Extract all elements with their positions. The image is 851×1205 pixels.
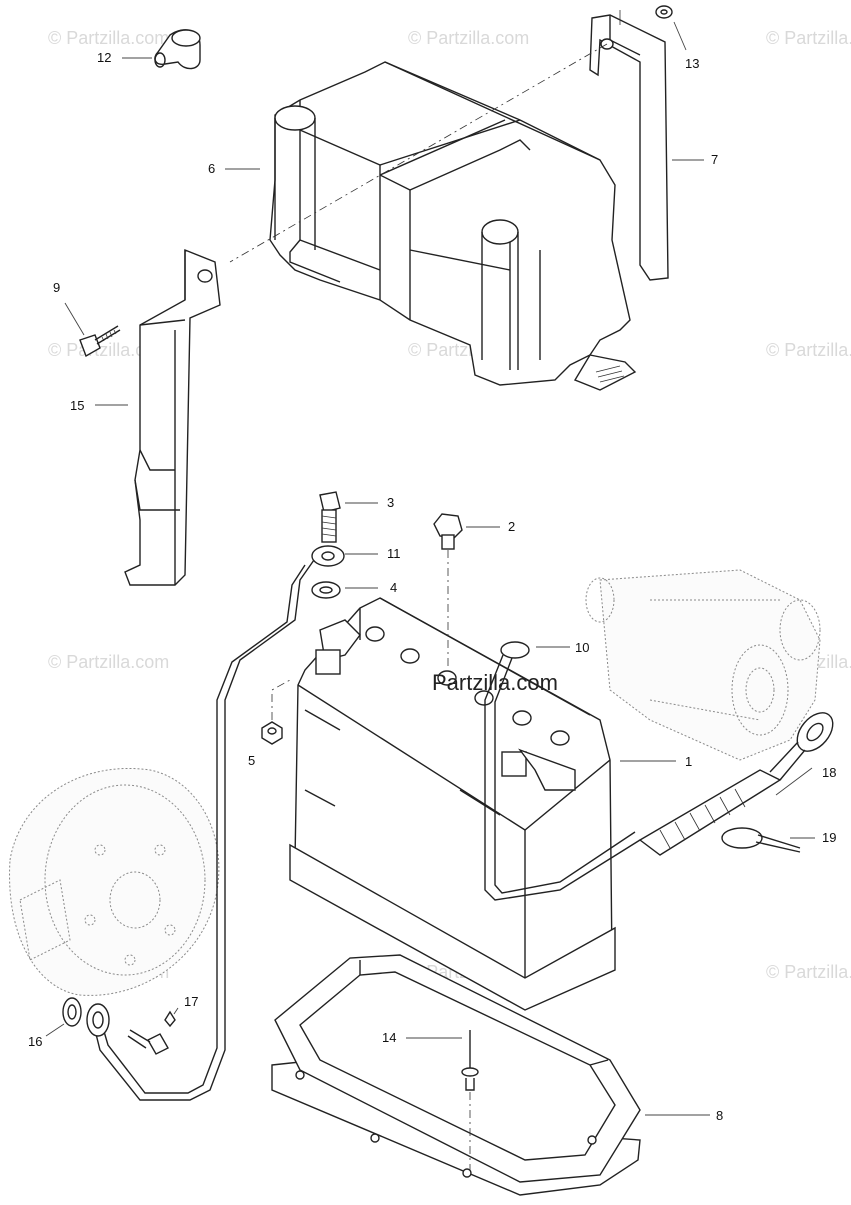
watermark: © Partzilla.com (766, 962, 851, 982)
callout-14: 14 (382, 1030, 396, 1045)
watermark: © Partzilla.com (766, 28, 851, 48)
center-watermark: Partzilla.com (432, 670, 558, 695)
washer-4 (311, 581, 341, 599)
ghost-flywheel-housing (9, 768, 220, 996)
ghost-starter-motor (585, 569, 821, 761)
callout-labels: 1 2 3 4 5 6 7 8 9 10 11 12 13 14 15 16 1… (28, 50, 836, 1123)
leader-lines (45, 21, 815, 1116)
ground-cable (86, 545, 345, 1101)
callout-4: 4 (390, 580, 397, 595)
cable-tie-19 (721, 827, 801, 853)
push-pin-14 (461, 1030, 479, 1170)
watermark: © Partzilla.com (48, 28, 169, 48)
watermark: © Partzilla.com (48, 340, 169, 360)
callout-18: 18 (822, 765, 836, 780)
nut-13 (655, 5, 673, 19)
callout-8: 8 (716, 1108, 723, 1123)
callout-16: 16 (28, 1034, 42, 1049)
nut-5 (261, 679, 291, 745)
battery (289, 597, 616, 1011)
callout-6: 6 (208, 161, 215, 176)
upper-strap-bracket (229, 10, 669, 281)
callout-10: 10 (575, 640, 589, 655)
watermark: © Partzilla.com (408, 28, 529, 48)
callout-19: 19 (822, 830, 836, 845)
ground-bolt-17 (127, 1010, 176, 1055)
callout-9: 9 (53, 280, 60, 295)
terminal-boot-12 (154, 29, 201, 70)
watermark: © Partzilla.com (48, 652, 169, 672)
callout-7: 7 (711, 152, 718, 167)
bolt-3 (319, 491, 341, 543)
callout-2: 2 (508, 519, 515, 534)
screw-9 (79, 325, 121, 358)
ground-washer-16 (62, 997, 82, 1027)
lower-strap-bracket (124, 248, 221, 586)
callout-13: 13 (685, 56, 699, 71)
positive-cable (484, 641, 834, 901)
callout-12: 12 (97, 50, 111, 65)
callout-15: 15 (70, 398, 84, 413)
callout-3: 3 (387, 495, 394, 510)
vent-plug-2 (433, 513, 463, 670)
watermark: © Partzilla.com (766, 340, 851, 360)
battery-cover (269, 61, 637, 391)
callout-5: 5 (248, 753, 255, 768)
battery-vent-caps (365, 626, 570, 746)
callout-17: 17 (184, 994, 198, 1009)
battery-tray (271, 954, 641, 1196)
callout-1: 1 (685, 754, 692, 769)
callout-11: 11 (387, 546, 401, 561)
